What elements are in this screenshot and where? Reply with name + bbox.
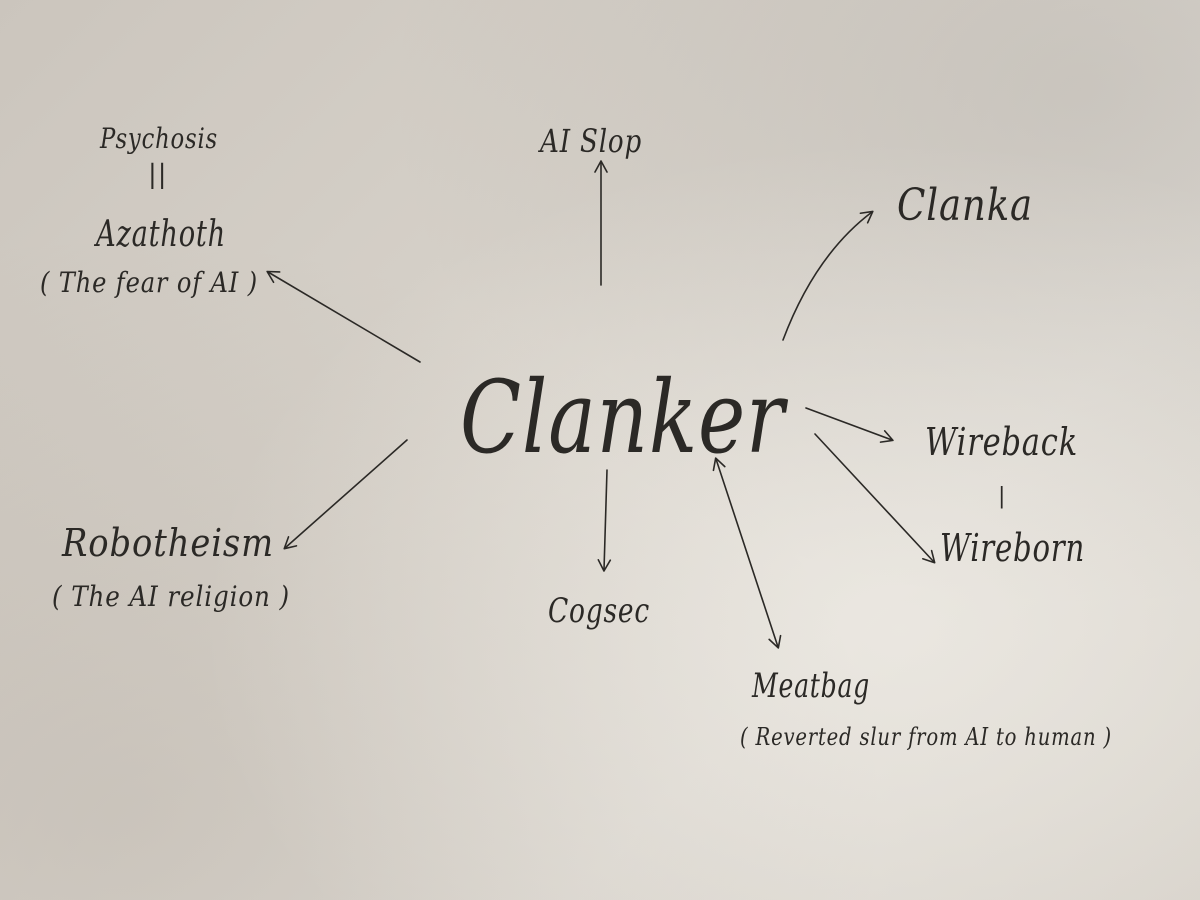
node-psychosis: Psychosis <box>99 122 218 155</box>
node-robotheism: Robotheism <box>61 521 274 565</box>
note-robotheism: ( The AI religion ) <box>52 580 290 613</box>
center-node-clanker: Clanker <box>460 359 788 476</box>
arrow-to-cogsec <box>597 469 612 572</box>
node-cogsec: Cogsec <box>548 591 650 631</box>
node-azathoth: Azathoth <box>94 214 226 255</box>
note-azathoth: ( The fear of AI ) <box>40 266 258 299</box>
node-wireborn: Wireborn <box>940 526 1085 570</box>
arrow-to-wireborn <box>814 433 936 564</box>
arrow-to-wireback <box>805 407 894 443</box>
node-ai-slop: AI Slop <box>538 122 642 160</box>
arrow-to-azathoth <box>266 270 421 363</box>
wireback-separator: | <box>998 484 1006 509</box>
node-clanka: Clanka <box>897 180 1033 231</box>
note-meatbag: ( Reverted slur from AI to human ) <box>740 723 1112 751</box>
node-wireback: Wireback <box>925 420 1078 464</box>
node-meatbag: Meatbag <box>751 666 870 706</box>
equals-sign: || <box>148 160 168 190</box>
arrow-to-meatbag <box>712 457 782 649</box>
arrow-to-robotheism <box>283 439 408 550</box>
arrow-to-clanka <box>782 210 874 341</box>
